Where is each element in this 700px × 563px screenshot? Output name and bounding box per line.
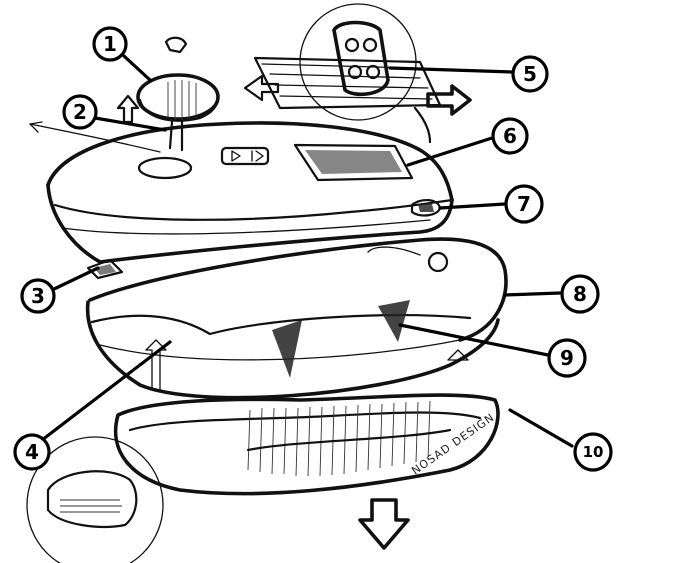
callout-4: 4 [13,433,51,471]
callout-2: 2 [62,94,98,130]
leader-lines [40,54,574,448]
bottom-tray [113,393,500,550]
callout-3: 3 [20,278,56,314]
callout-6: 6 [491,117,529,155]
callout-9: 9 [547,338,587,378]
svg-text:3: 3 [31,284,45,308]
callout-8: 8 [560,274,600,314]
callout-5: 5 [511,55,549,93]
svg-text:8: 8 [573,282,587,306]
middle-shell [85,237,508,400]
callout-7: 7 [504,184,544,224]
keypad-panel [243,3,472,144]
svg-text:1: 1 [103,32,117,56]
svg-text:6: 6 [503,124,517,148]
top-housing [29,121,454,280]
callout-1: 1 [92,26,128,62]
svg-text:10: 10 [583,443,604,461]
callout-10: 10 [573,432,613,472]
detail-inset [26,436,164,563]
cap-knob [116,36,220,152]
svg-text:7: 7 [517,192,531,216]
svg-text:9: 9 [560,346,574,370]
svg-text:4: 4 [25,440,39,464]
svg-text:2: 2 [73,100,87,124]
svg-text:5: 5 [523,62,537,86]
